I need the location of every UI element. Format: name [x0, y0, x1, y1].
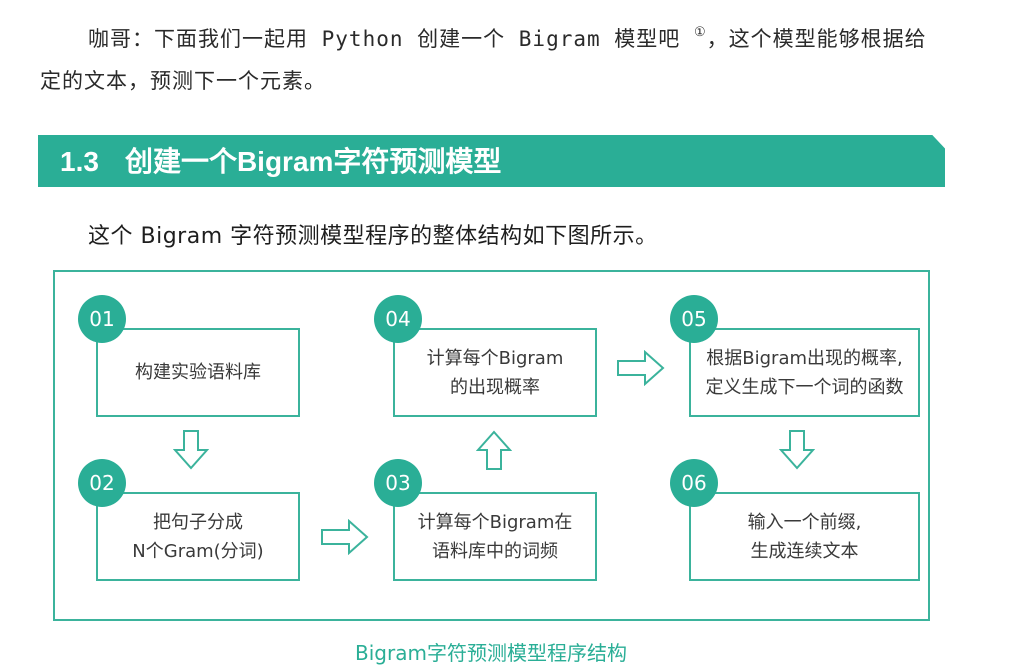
step-05-box: 根据Bigram出现的概率, 定义生成下一个词的函数: [689, 328, 920, 417]
section-title: 创建一个Bigram字符预测模型: [124, 146, 502, 177]
section-number: 1.3: [60, 146, 99, 177]
step-03-text-2: 语料库中的词频: [432, 540, 558, 562]
step-01-text-1: 构建实验语料库: [135, 362, 261, 383]
intro-text-2: 定的文本，预测下一个元素。: [40, 69, 326, 93]
intro-line-1: 咖哥：下面我们一起用 Python 创建一个 Bigram 模型吧 ①，这个模型…: [40, 12, 960, 60]
arrow-down-icon: [173, 430, 209, 470]
step-04-badge: 04: [374, 295, 422, 343]
figure-caption: Bigram字符预测模型程序结构: [355, 641, 627, 665]
arrow-right-icon: [617, 350, 665, 386]
step-06-box: 输入一个前缀, 生成连续文本: [689, 492, 920, 581]
intro-paragraph: 咖哥：下面我们一起用 Python 创建一个 Bigram 模型吧 ①，这个模型…: [40, 12, 960, 102]
arrow-right-icon: [321, 519, 369, 555]
arrow-down-icon: [779, 430, 815, 470]
step-06-badge: 06: [670, 459, 718, 507]
step-02-badge: 02: [78, 459, 126, 507]
step-04-text-1: 计算每个Bigram: [426, 347, 564, 369]
step-02-text-1: 把句子分成: [153, 511, 243, 533]
step-04-box: 计算每个Bigram 的出现概率: [393, 328, 597, 417]
footnote-marker[interactable]: ①: [693, 25, 707, 40]
step-01-badge: 01: [78, 295, 126, 343]
section-header-bar: [38, 135, 945, 187]
step-05-badge: 05: [670, 295, 718, 343]
step-03-box: 计算每个Bigram在语料库中的词频: [393, 492, 597, 581]
step-03-badge: 03: [374, 459, 422, 507]
step-05-text-2: 定义生成下一个词的函数: [705, 376, 904, 398]
step-03-text-1: 计算每个Bigram在: [417, 511, 573, 533]
step-06-text-1: 输入一个前缀,: [747, 511, 862, 533]
step-05-text-1: 根据Bigram出现的概率,: [706, 347, 903, 369]
step-02-box: 把句子分成 N个Gram(分词): [96, 492, 300, 581]
diagram-frame: [53, 270, 930, 621]
intro-text-1: 咖哥：下面我们一起用 Python 创建一个 Bigram 模型吧: [88, 27, 681, 51]
step-04-text-2: 的出现概率: [450, 376, 540, 398]
intro-text-1-end: ，这个模型能够根据给: [706, 27, 927, 51]
step-02-text-2: N个Gram(分词): [132, 540, 264, 562]
diagram-intro-text: 这个 Bigram 字符预测模型程序的整体结构如下图所示。: [88, 224, 658, 249]
step-01-box: 构建实验语料库: [96, 328, 300, 417]
step-06-text-2: 生成连续文本: [750, 540, 859, 562]
section-heading: 1.3 创建一个Bigram字符预测模型: [60, 138, 501, 186]
arrow-up-icon: [476, 430, 512, 470]
